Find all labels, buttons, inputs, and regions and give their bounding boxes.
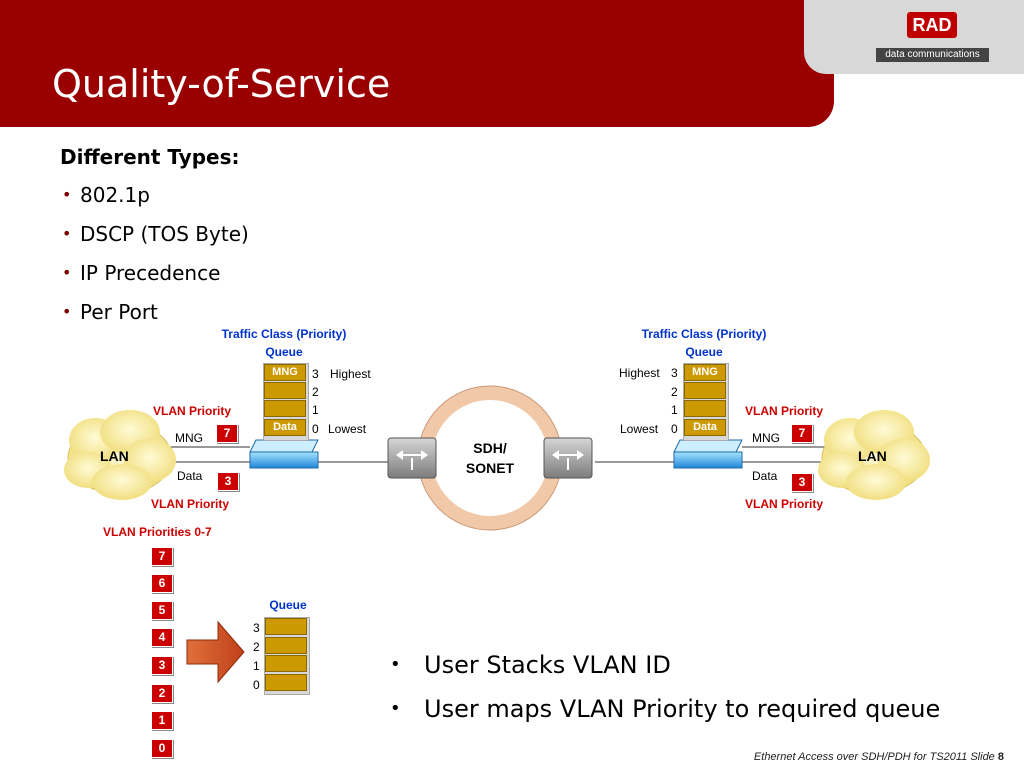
sdh-ring xyxy=(418,386,562,530)
right-queue-cell-data: Data xyxy=(684,419,726,436)
bullet-item: •DSCP (TOS Byte) xyxy=(62,222,249,246)
left-mng-priority-badge: 7 xyxy=(216,424,238,443)
bullet-item: •Per Port xyxy=(62,300,158,324)
bullet-dot-icon: • xyxy=(62,185,72,204)
left-queue-cell-data: Data xyxy=(264,419,306,436)
left-line-data: Data xyxy=(177,469,203,483)
priority-badge-2: 2 xyxy=(151,684,173,703)
left-lan-label: LAN xyxy=(100,448,129,464)
left-vlan-priority-top: VLAN Priority xyxy=(153,404,232,418)
switch-right-icon xyxy=(673,439,743,469)
right-queue-subtitle: Queue xyxy=(685,345,723,359)
left-data-priority-badge: 3 xyxy=(217,472,239,491)
vlan-priorities-title: VLAN Priorities 0-7 xyxy=(103,525,212,539)
mux-left-icon xyxy=(387,437,437,479)
left-queue-num-1: 1 xyxy=(312,403,319,417)
left-lowest-label: Lowest xyxy=(328,422,367,436)
right-lowest-label: Lowest xyxy=(620,422,659,436)
bullet-item: •IP Precedence xyxy=(62,261,221,285)
mapping-queue-num-0: 0 xyxy=(253,678,260,692)
switch-left-icon xyxy=(249,439,319,469)
right-queue-num-2: 2 xyxy=(671,385,678,399)
mapping-queue-num-2: 2 xyxy=(253,640,260,654)
left-queue-subtitle: Queue xyxy=(265,345,303,359)
mapping-queue-title: Queue xyxy=(269,598,307,612)
left-queue-num-0: 0 xyxy=(312,422,319,436)
priority-badge-5: 5 xyxy=(151,601,173,620)
slide-number: 8 xyxy=(997,751,1004,763)
priority-badge-3: 3 xyxy=(151,656,173,675)
right-vlan-priority-bottom: VLAN Priority xyxy=(745,497,824,511)
right-queue-num-3: 3 xyxy=(671,366,678,380)
right-line-mng: MNG xyxy=(752,431,780,445)
right-queue-cell-2 xyxy=(684,382,726,399)
right-queue-num-1: 1 xyxy=(671,403,678,417)
bullet-dot-icon: • xyxy=(62,302,72,321)
right-highest-label: Highest xyxy=(619,366,660,380)
bullet-dot-icon: • xyxy=(390,698,401,719)
slide-title: Quality-of-Service xyxy=(52,62,391,106)
title-banner xyxy=(0,0,834,127)
left-line-mng: MNG xyxy=(175,431,203,445)
right-line-data: Data xyxy=(752,469,778,483)
types-heading: Different Types: xyxy=(60,145,240,169)
left-vlan-priority-bottom: VLAN Priority xyxy=(151,497,230,511)
priority-badge-4: 4 xyxy=(151,628,173,647)
sdh-label-line2: SONET xyxy=(465,460,515,476)
mapping-queue-cell-2 xyxy=(265,637,307,654)
brand-tagline: data communications xyxy=(876,48,989,62)
lan-cloud-right-icon xyxy=(818,410,930,500)
priority-badge-1: 1 xyxy=(151,711,173,730)
right-queue-num-0: 0 xyxy=(671,422,678,436)
bullet-dot-icon: • xyxy=(390,654,401,675)
left-highest-label: Highest xyxy=(330,367,371,381)
bottom-bullet-item: •User Stacks VLAN ID xyxy=(390,651,671,679)
bullet-item: •802.1p xyxy=(62,183,150,207)
right-data-priority-badge: 3 xyxy=(791,473,813,492)
mapping-queue-cell-1 xyxy=(265,655,307,672)
mapping-queue-num-1: 1 xyxy=(253,659,260,673)
bottom-bullet-item: •User maps VLAN Priority to required que… xyxy=(390,695,941,723)
right-queue-cell-1 xyxy=(684,400,726,417)
slide-footer: Ethernet Access over SDH/PDH for TS2011 … xyxy=(753,751,1004,763)
sdh-label-line1: SDH/ xyxy=(473,440,507,456)
brand-logo: RAD xyxy=(907,12,957,38)
mapping-queue-cell-3 xyxy=(265,618,307,635)
mapping-queue-cell-0 xyxy=(265,674,307,691)
left-queue-cell-mng: MNG xyxy=(264,364,306,381)
right-queue-cell-mng: MNG xyxy=(684,364,726,381)
right-vlan-priority-top: VLAN Priority xyxy=(745,404,824,418)
right-queue-title: Traffic Class (Priority) xyxy=(641,327,767,341)
mux-right-icon xyxy=(543,437,593,479)
bullet-dot-icon: • xyxy=(62,263,72,282)
right-lan-label: LAN xyxy=(858,448,887,464)
left-queue-title: Traffic Class (Priority) xyxy=(221,327,347,341)
right-mng-priority-badge: 7 xyxy=(791,424,813,443)
priority-badge-7: 7 xyxy=(151,547,173,566)
left-queue-num-3: 3 xyxy=(312,367,319,381)
lan-cloud-left-icon xyxy=(64,410,176,500)
mapping-queue-num-3: 3 xyxy=(253,621,260,635)
left-queue-num-2: 2 xyxy=(312,385,319,399)
left-queue-cell-1 xyxy=(264,400,306,417)
left-queue-cell-2 xyxy=(264,382,306,399)
bullet-dot-icon: • xyxy=(62,224,72,243)
mapping-arrow-icon xyxy=(186,620,245,684)
priority-badge-6: 6 xyxy=(151,574,173,593)
priority-badge-0: 0 xyxy=(151,739,173,758)
